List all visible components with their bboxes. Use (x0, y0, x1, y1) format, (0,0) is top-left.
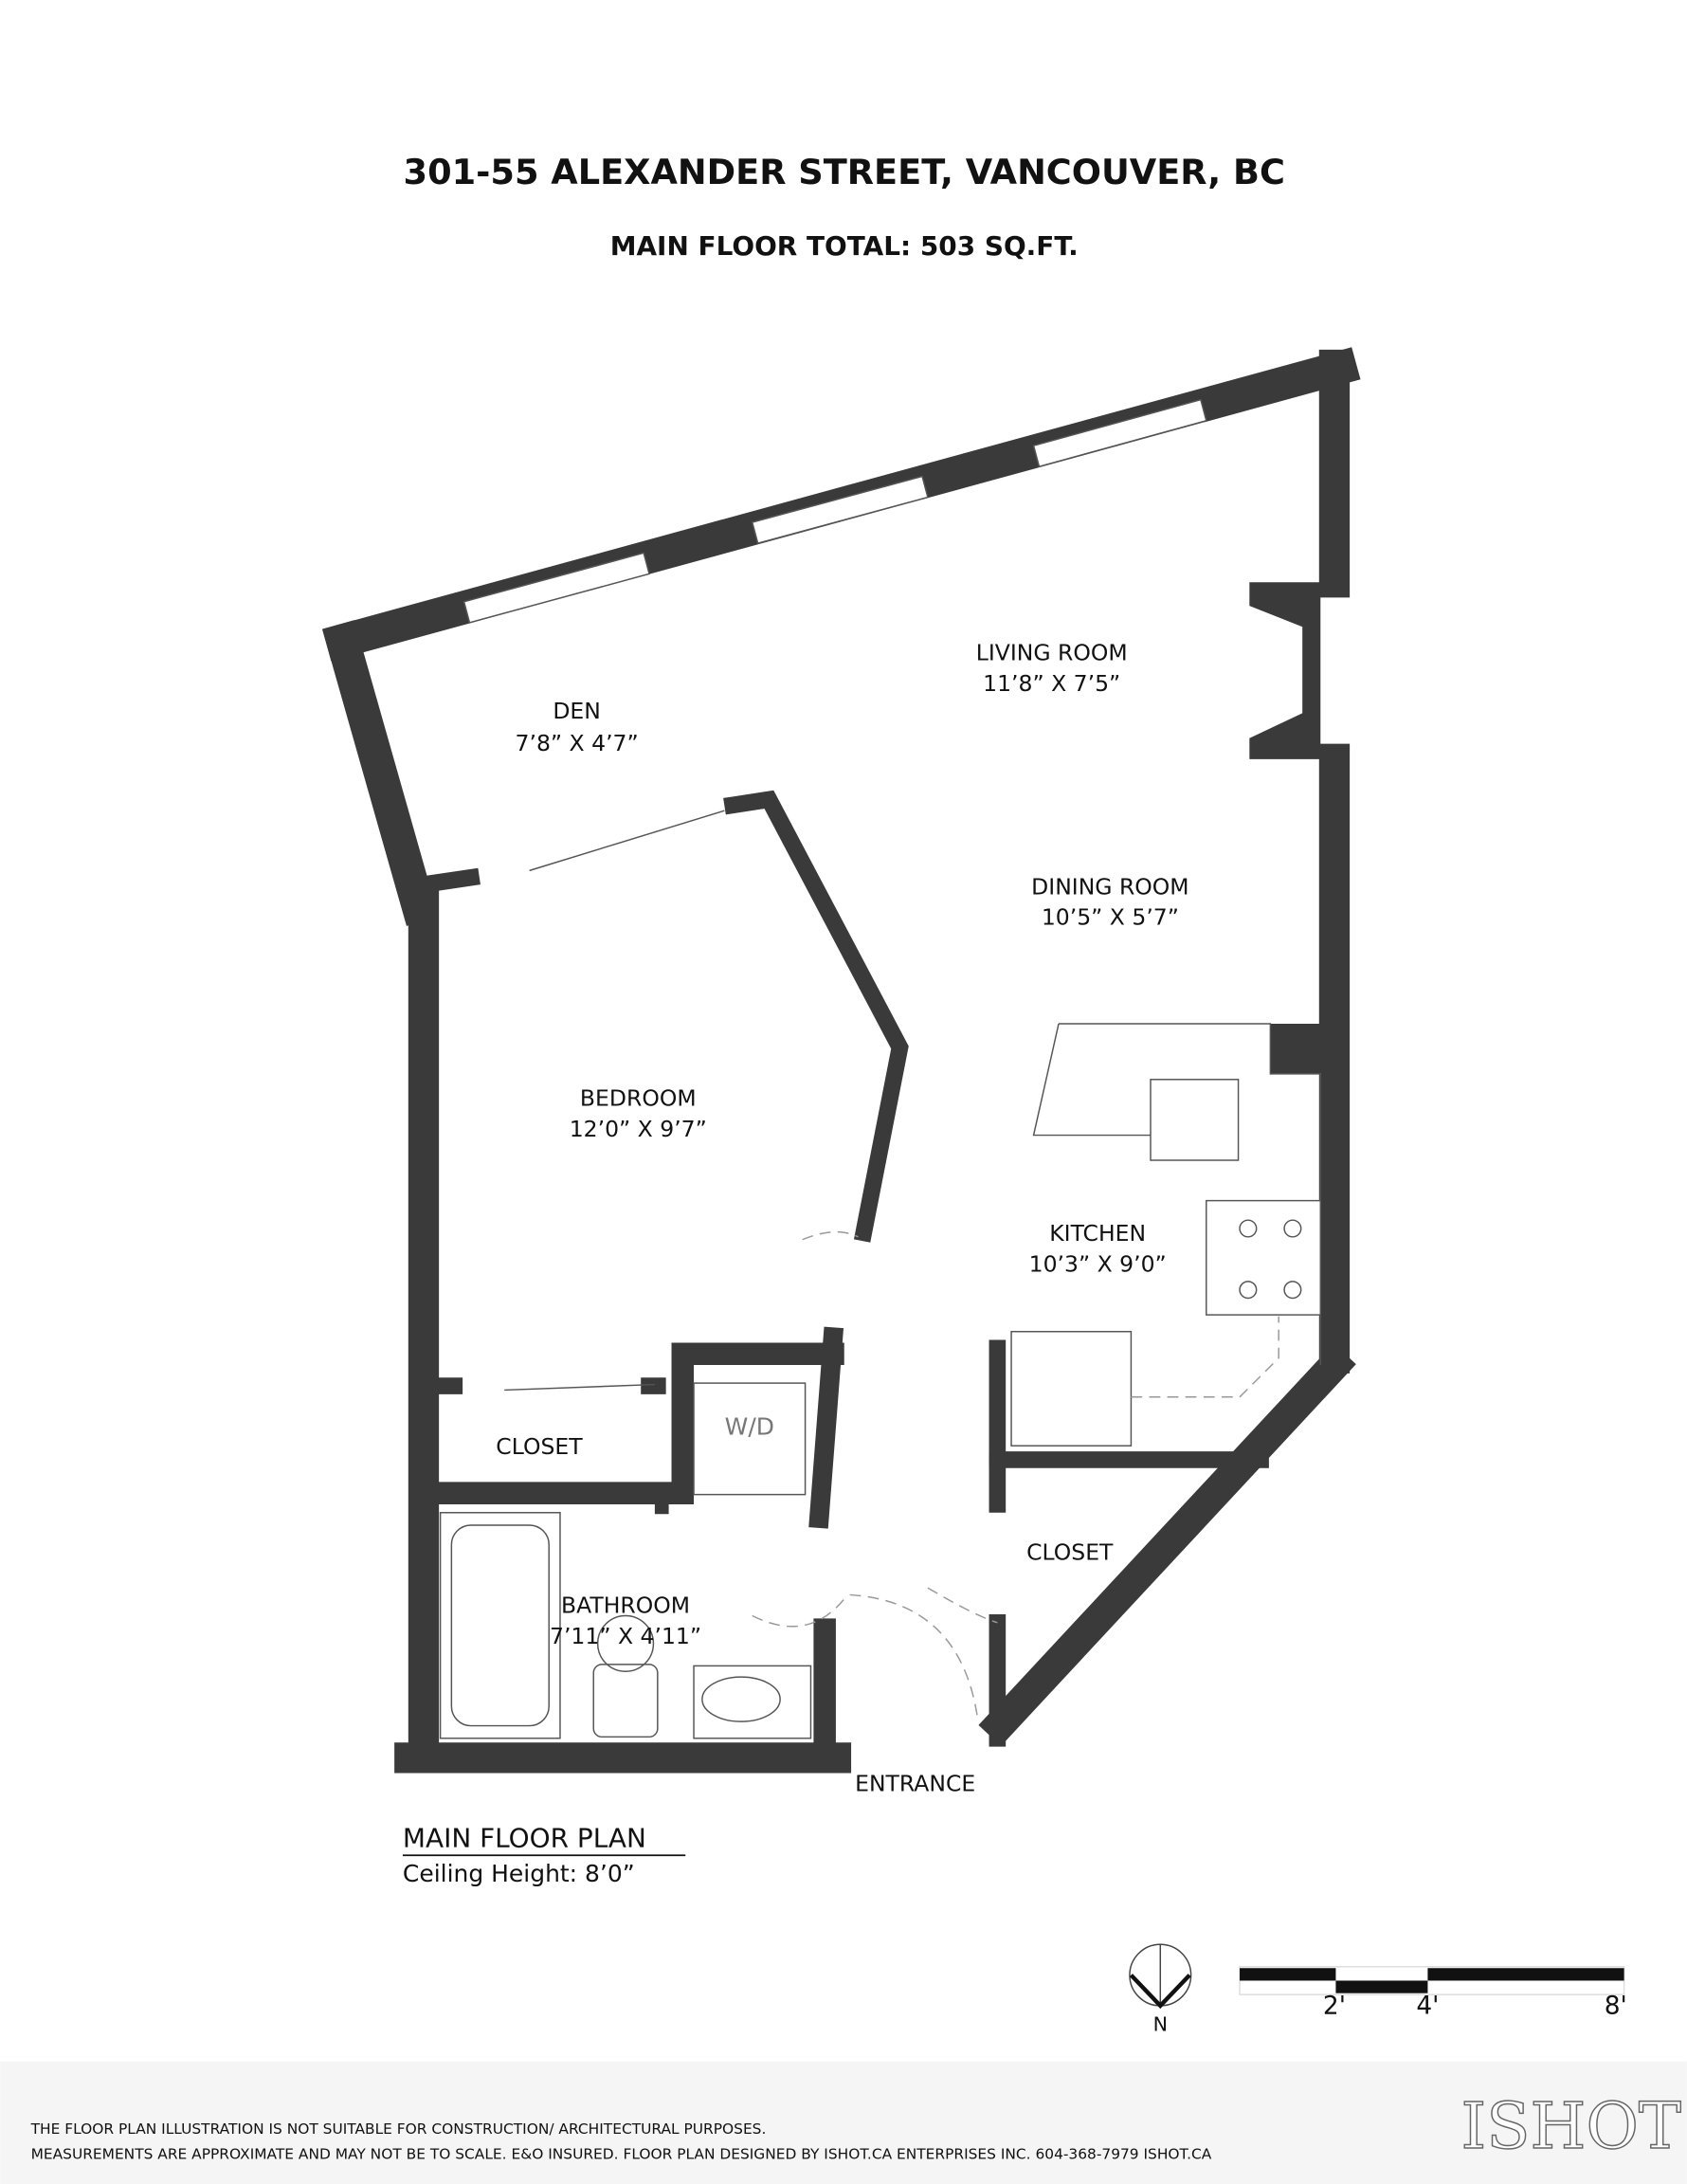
washer-dryer-label: W/D (725, 1412, 774, 1440)
ishot-logo: ISHOT (1461, 2088, 1681, 2163)
windows (463, 398, 1207, 624)
bedroom-label: BEDROOM (580, 1085, 697, 1112)
washer-dryer (693, 1382, 807, 1496)
fireplace (1249, 582, 1321, 759)
bathroom-label: BATHROOM (561, 1592, 690, 1619)
bedroom-dims: 12’0” X 9’7” (570, 1116, 707, 1142)
footer-background (0, 2061, 1687, 2184)
bedroom-closet-label: CLOSET (496, 1433, 583, 1460)
entrance-label: ENTRANCE (855, 1771, 975, 1797)
stove (1206, 1199, 1321, 1316)
bathroom-dims: 7’11” X 4’11” (550, 1623, 701, 1649)
dining-room-label: DINING ROOM (1031, 873, 1188, 900)
north-label: N (1153, 2012, 1168, 2035)
scale-bar: 2' 4' 8' (1239, 1966, 1627, 2021)
kitchen-dims: 10’3” X 9’0” (1029, 1251, 1167, 1278)
scale-tick-8: 8' (1605, 1992, 1627, 2021)
plan-name: MAIN FLOOR PLAN (403, 1822, 646, 1853)
floor-total: MAIN FLOOR TOTAL: 503 SQ.FT. (610, 230, 1079, 262)
walls (321, 347, 1361, 1774)
den-dims: 7’8” X 4’7” (516, 730, 639, 756)
kitchen-label: KITCHEN (1049, 1220, 1146, 1247)
room-labels: LIVING ROOM 11’8” X 7’5” DEN 7’8” X 4’7”… (496, 639, 1188, 1796)
bath-sink (693, 1665, 812, 1739)
disclaimer-line-2: MEASUREMENTS ARE APPROXIMATE AND MAY NOT… (31, 2146, 1212, 2163)
scale-tick-4: 4' (1416, 1992, 1439, 2021)
toilet (592, 1664, 659, 1738)
address-title: 301-55 ALEXANDER STREET, VANCOUVER, BC (404, 152, 1285, 192)
dining-room-dims: 10’5” X 5’7” (1042, 904, 1179, 931)
north-compass: N (1129, 1943, 1192, 2035)
fridge (1010, 1331, 1133, 1447)
scale-tick-2: 2' (1323, 1992, 1346, 2021)
living-room-label: LIVING ROOM (976, 639, 1128, 665)
fixtures (439, 810, 1321, 1739)
ceiling-height: Ceiling Height: 8’0” (403, 1860, 635, 1887)
entry-closet-label: CLOSET (1026, 1539, 1114, 1566)
living-room-dims: 11’8” X 7’5” (983, 670, 1120, 697)
disclaimer-line-1: THE FLOOR PLAN ILLUSTRATION IS NOT SUITA… (30, 2120, 767, 2138)
bathtub (439, 1512, 561, 1739)
sink (1150, 1079, 1240, 1161)
den-label: DEN (553, 698, 601, 724)
